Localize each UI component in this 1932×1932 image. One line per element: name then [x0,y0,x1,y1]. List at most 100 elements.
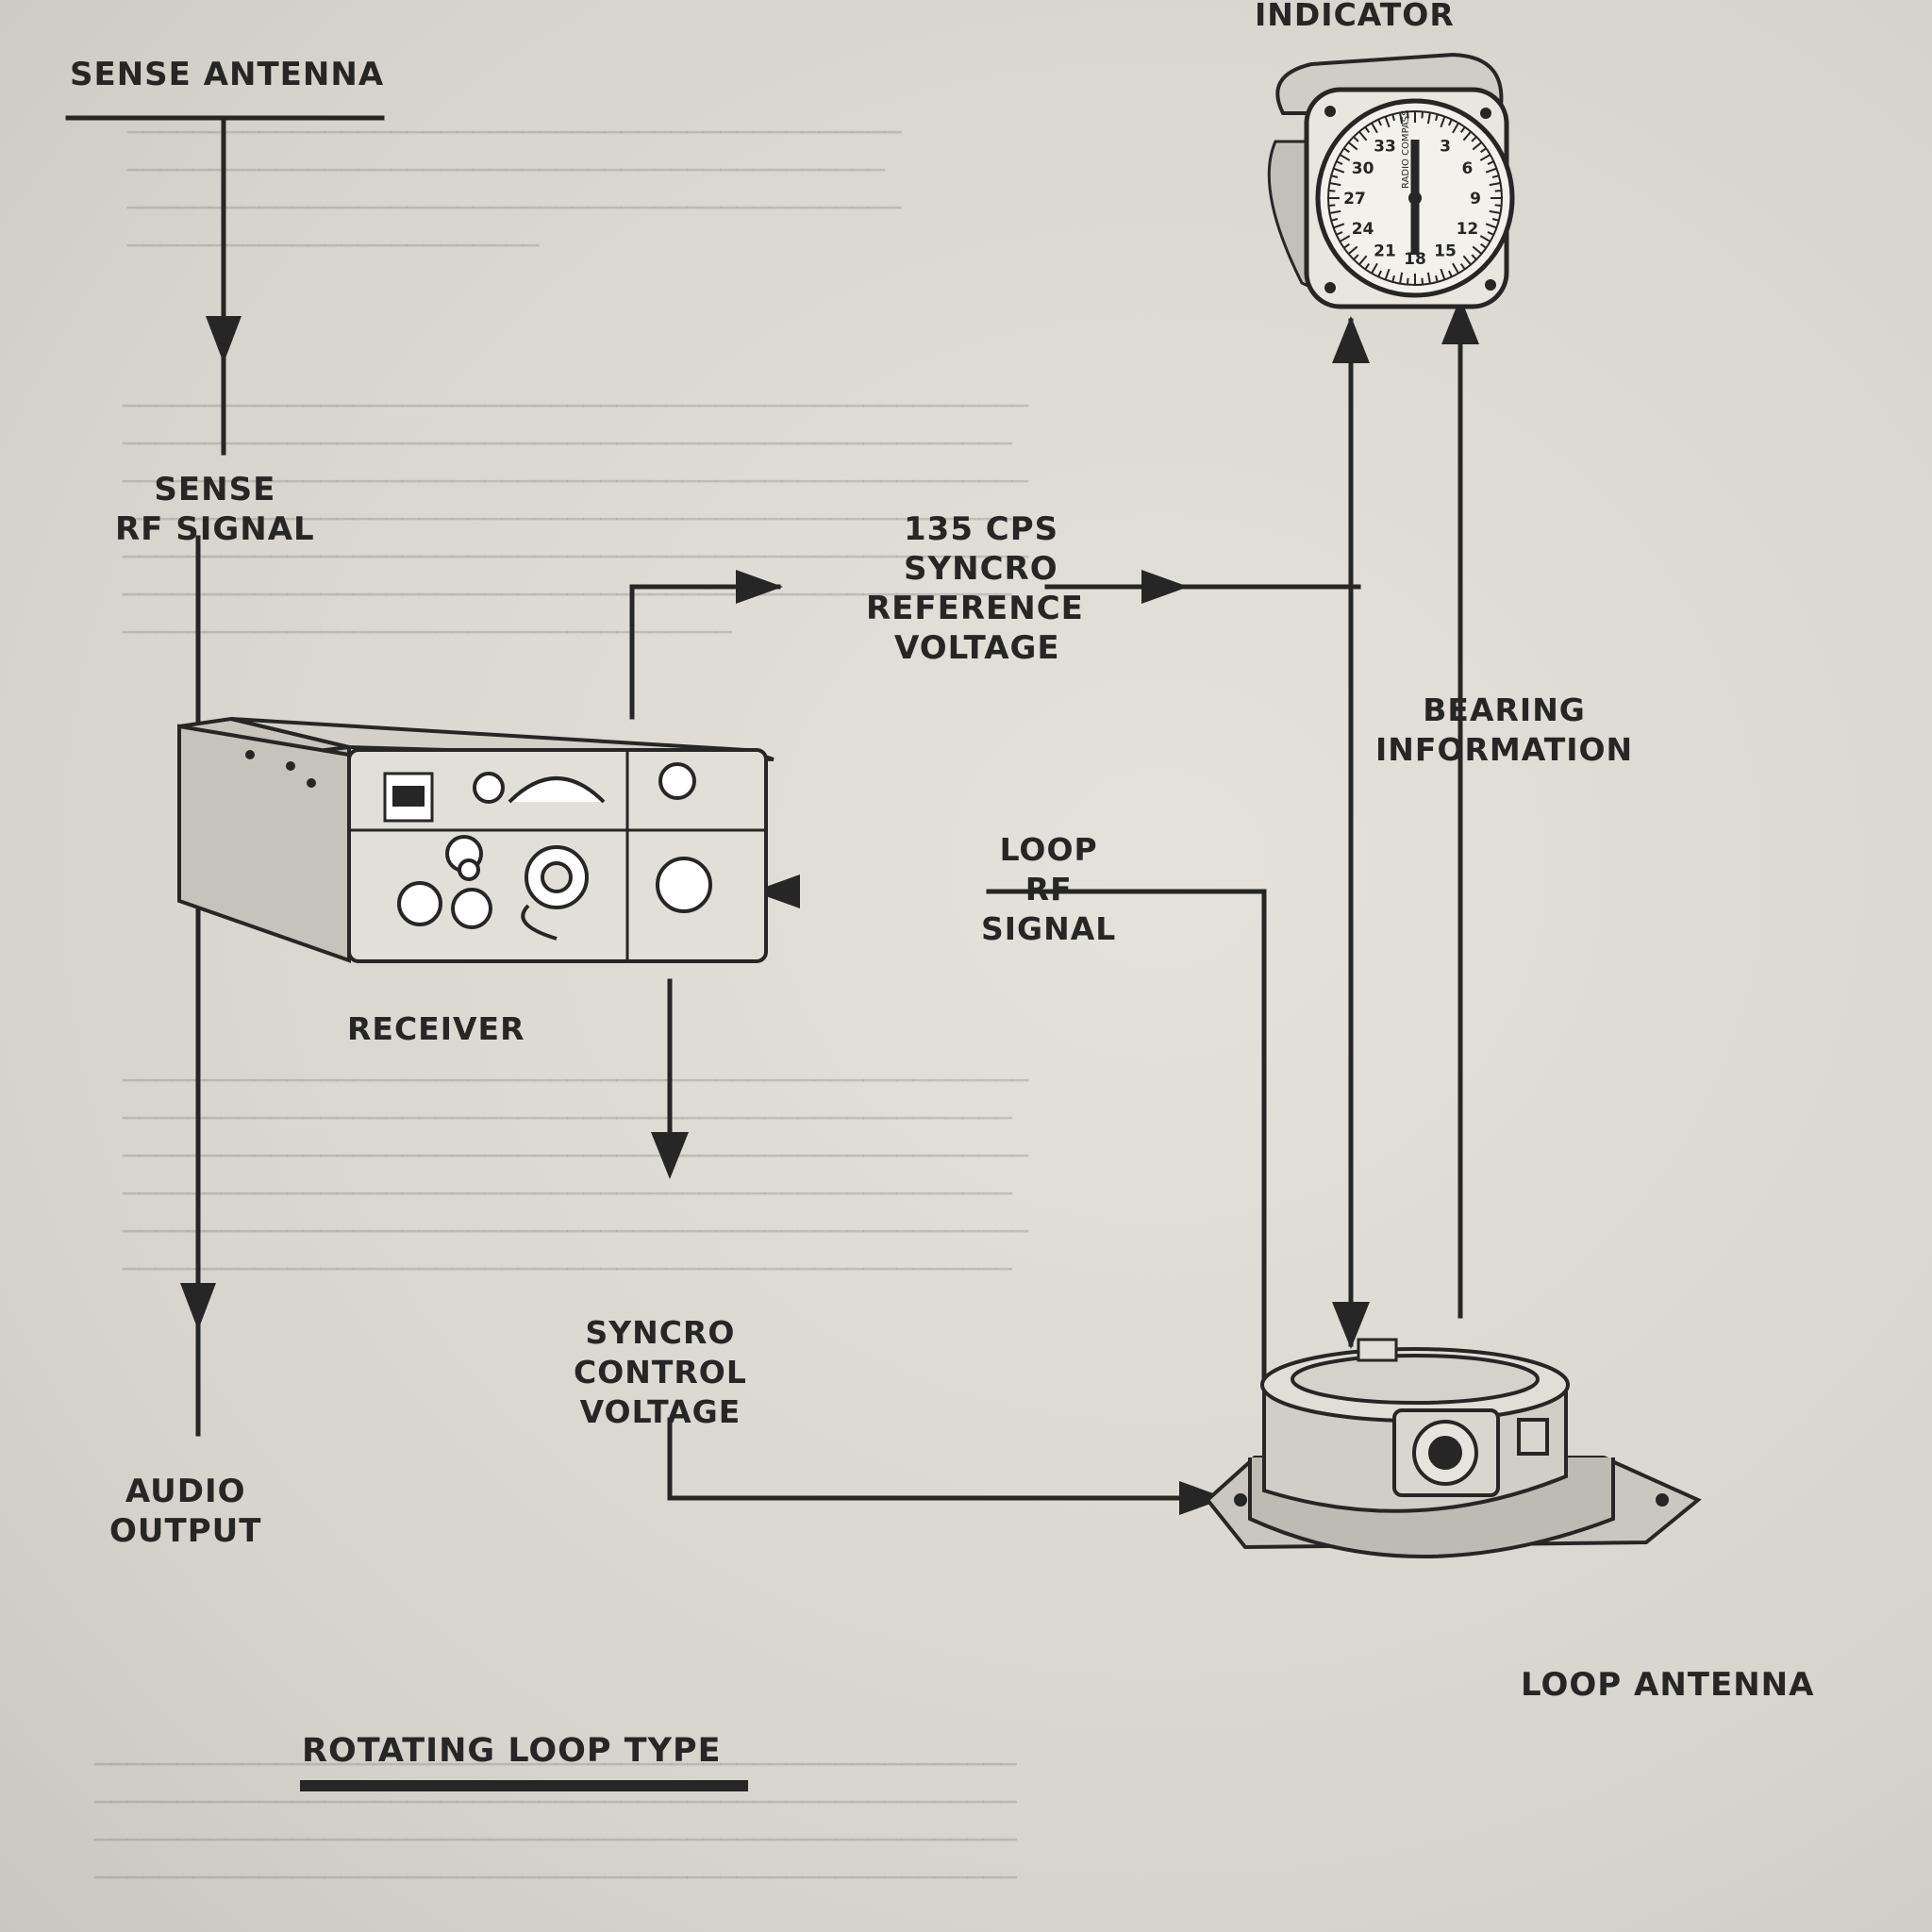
dial-tick [1347,245,1358,255]
dial-number: 21 [1374,242,1396,260]
dial-tick [1472,245,1483,255]
loop-rf-line2: RF [1024,871,1073,908]
bleed-through-texture: ────────────────────────────────────────… [127,116,902,261]
dial-tick [1333,223,1345,229]
audio-line1: AUDIO [125,1473,246,1510]
dial-tick [1472,142,1483,151]
dial-tick [1440,116,1446,128]
dial-tick [1399,112,1404,125]
dial-number: 3 [1440,138,1451,157]
indicator-face-text: RADIO COMPASS [1401,110,1411,190]
syncro-reference-line-1 [629,584,781,720]
dial-tick [1480,242,1487,249]
dial-tick [1329,182,1341,187]
dial-tick [1391,113,1395,122]
dial-tick [1485,223,1497,229]
dial-tick [1330,218,1339,222]
dial-tick [1364,263,1371,270]
dial-tick [1480,147,1487,154]
arrow-loop-rf-left [753,874,800,908]
arrow-audio-down [180,1283,216,1330]
dial-tick [1358,255,1368,266]
dial-tick [1479,235,1491,242]
audio-output-label: AUDIO OUTPUT [109,1472,261,1551]
dial-tick [1333,167,1345,174]
sense-rf-line2: RF SIGNAL [115,510,315,548]
dial-tick [1491,175,1500,178]
loop-antenna-label: LOOP ANTENNA [1521,1666,1815,1704]
dial-tick [1487,231,1494,236]
syncro-control-line-bottom [667,1417,1210,1501]
dial-tick [1384,116,1391,128]
dial-tick [1426,112,1431,125]
loop-antenna-unit [1205,1338,1702,1558]
dial-tick [1328,189,1336,192]
dial-tick [1377,119,1382,126]
dial-number: 9 [1470,190,1481,208]
dial-tick [1371,262,1378,275]
receiver-label: RECEIVER [347,1010,525,1047]
dial-number: 12 [1457,220,1479,239]
arrow-bearing-up-1 [1332,316,1370,363]
dial-tick [1353,254,1359,260]
syncro-ctrl-line1: SYNCRO [585,1314,736,1351]
syncro-ref-line4: VOLTAGE [894,629,1060,667]
dial-tick [1377,270,1382,277]
dial-tick [1336,231,1343,236]
dial-tick [1448,119,1453,126]
dial-number: 27 [1343,190,1366,208]
arrow-syncro-ref-2 [1141,570,1189,604]
dial-number: 24 [1352,220,1374,239]
rotating-loop-type-label: ROTATING LOOP TYPE [302,1732,722,1770]
bleed-through-texture-2: ────────────────────────────────────────… [123,390,1029,648]
dial-tick [1330,175,1339,178]
syncro-ref-line3: REFERENCE [866,590,1084,627]
audio-line2: OUTPUT [109,1512,262,1550]
dial-tick [1435,113,1439,122]
dial-tick [1459,263,1466,270]
syncro-control-label: SYNCRO CONTROL VOLTAGE [574,1313,747,1432]
bearing-line2: INFORMATION [1375,731,1634,768]
dial-tick [1489,209,1501,214]
dial-tick [1384,268,1391,280]
dial-tick [1452,262,1459,275]
dial-tick [1364,126,1371,133]
dial-tick [1471,254,1477,260]
syncro-ref-line1: 135 CPS [904,510,1059,548]
loop-rf-signal-label: LOOP RF SIGNAL [981,830,1116,949]
dial-tick [1462,255,1472,266]
dial-number: 30 [1352,159,1374,178]
bearing-information-label: BEARING INFORMATION [1375,691,1633,770]
dial-tick [1391,275,1395,283]
bleed-through-texture-4: ────────────────────────────────────────… [94,1748,1017,1893]
dial-number: 6 [1462,159,1474,178]
sense-rf-line1: SENSE [154,471,276,508]
dial-tick [1339,235,1351,242]
dial-tick [1479,154,1491,161]
dial-tick [1339,154,1351,161]
rotating-loop-underline [300,1780,748,1791]
arrow-syncro-ref-1 [736,570,783,604]
dial-tick [1440,268,1446,280]
dial-tick [1406,111,1409,119]
bleed-through-texture-3: ────────────────────────────────────────… [123,1064,1029,1285]
receiver-unit [177,716,774,963]
dial-tick [1399,272,1404,284]
dial-tick [1489,182,1501,187]
sense-antenna-label: SENSE ANTENNA [70,56,385,93]
dial-tick [1371,122,1378,134]
dial-tick [1452,122,1459,134]
dial-tick [1487,160,1494,165]
dial-tick [1358,130,1368,142]
loop-rf-line1: LOOP [999,831,1098,868]
dial-tick [1329,209,1341,214]
arrow-bearing-down [1332,1302,1370,1349]
dial-number: 18 [1404,250,1426,269]
dial-tick [1448,270,1453,277]
dial-tick [1343,147,1350,154]
dial-tick [1459,126,1466,133]
dial-number: 33 [1374,138,1396,157]
arrow-sense-down [206,316,242,363]
